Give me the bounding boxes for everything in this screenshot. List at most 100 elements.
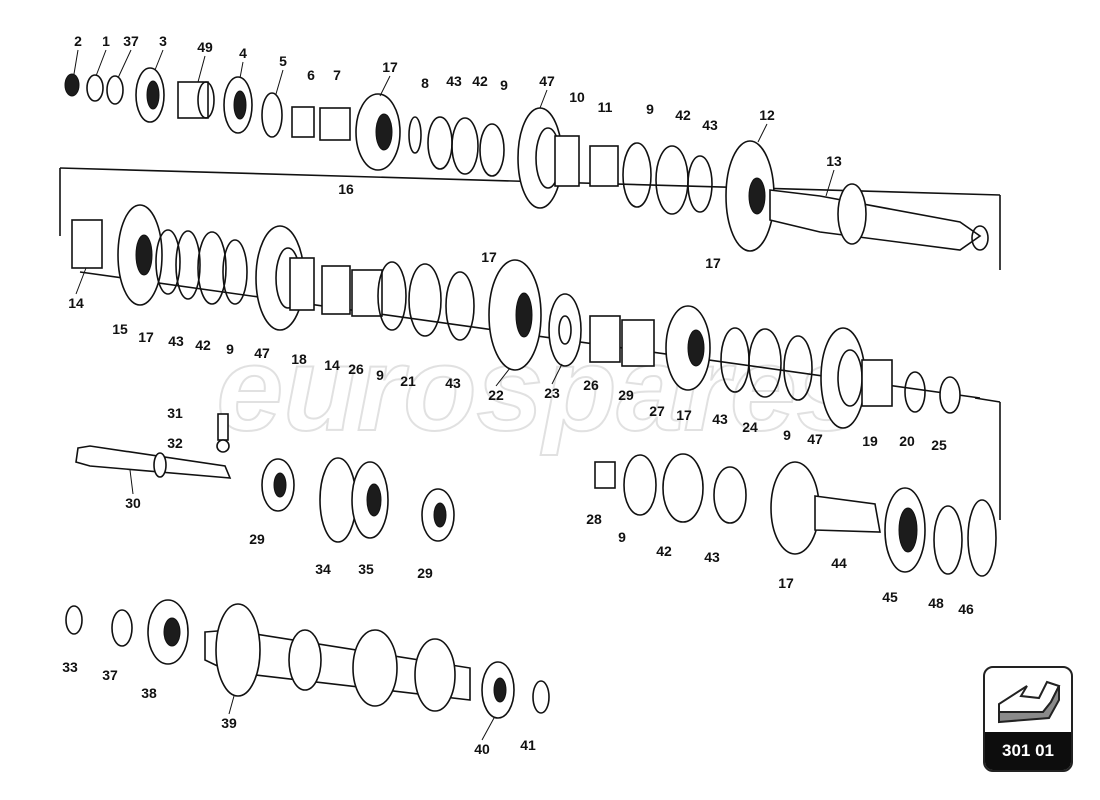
label-33: 33 xyxy=(62,659,78,675)
part-26b xyxy=(589,315,621,363)
part-40-bore xyxy=(493,677,507,703)
part-43f xyxy=(713,466,747,524)
label-2: 2 xyxy=(74,33,82,49)
part-2 xyxy=(64,73,80,97)
part-32 xyxy=(216,439,230,453)
part-20 xyxy=(904,371,926,413)
part-23-hole xyxy=(558,315,572,345)
part-34 xyxy=(319,457,357,543)
label-15: 15 xyxy=(112,321,128,337)
label-17-top3: 17 xyxy=(705,255,721,271)
label-47-top: 47 xyxy=(539,73,555,89)
part-43c xyxy=(175,230,201,300)
part-31 xyxy=(217,413,229,441)
part-30-collar xyxy=(153,452,167,478)
leader xyxy=(129,469,134,495)
leader xyxy=(275,69,284,95)
part-5 xyxy=(261,92,283,138)
part-17d xyxy=(770,461,820,555)
part-29a xyxy=(621,319,655,367)
label-49: 49 xyxy=(197,39,213,55)
label-45: 45 xyxy=(882,589,898,605)
label-17c: 17 xyxy=(481,249,497,265)
part-48 xyxy=(933,505,963,575)
label-43b: 43 xyxy=(168,333,184,349)
leader xyxy=(117,49,132,79)
leader xyxy=(481,717,495,741)
part-4-bore xyxy=(233,90,247,120)
part-37 xyxy=(106,75,124,105)
label-19: 19 xyxy=(862,433,878,449)
leader xyxy=(228,695,235,715)
part-25 xyxy=(939,376,961,414)
leader xyxy=(239,61,244,79)
label-42-top2: 42 xyxy=(675,107,691,123)
arrow-icon xyxy=(998,680,1061,724)
label-29: 29 xyxy=(618,387,634,403)
part-47d xyxy=(820,327,866,429)
label-17b: 17 xyxy=(138,329,154,345)
part-1 xyxy=(86,74,104,102)
part-22-17 xyxy=(488,259,542,371)
label-37b: 37 xyxy=(102,667,118,683)
label-5: 5 xyxy=(279,53,287,69)
label-43-top: 43 xyxy=(446,73,462,89)
label-31: 31 xyxy=(167,405,183,421)
label-22: 22 xyxy=(488,387,504,403)
part-42d xyxy=(662,453,704,523)
label-17e: 17 xyxy=(778,575,794,591)
label-43d: 43 xyxy=(712,411,728,427)
part-17c xyxy=(155,229,181,295)
part-43 xyxy=(427,116,453,170)
part-22-bore xyxy=(515,292,533,338)
page-code: 301 01 xyxy=(985,732,1071,770)
part-9d xyxy=(377,261,407,331)
part-26 xyxy=(351,269,383,317)
part-12-bore xyxy=(748,177,766,215)
label-7: 7 xyxy=(333,67,341,83)
label-9-top2: 9 xyxy=(646,101,654,117)
label-11: 11 xyxy=(598,99,613,115)
part-7 xyxy=(319,107,351,141)
part-30 xyxy=(75,445,232,479)
label-14: 14 xyxy=(68,295,84,311)
labels-middle-row: 31 32 30 29 34 35 29 28 9 42 43 17 44 45… xyxy=(125,405,974,617)
part-3-bore xyxy=(146,80,160,110)
part-14 xyxy=(71,219,103,269)
leader xyxy=(197,55,206,83)
label-39: 39 xyxy=(221,715,237,731)
label-29b: 29 xyxy=(249,531,265,547)
label-43e: 43 xyxy=(704,549,720,565)
label-30: 30 xyxy=(125,495,141,511)
second-shaft-parts xyxy=(71,204,961,429)
label-35: 35 xyxy=(358,561,374,577)
label-12: 12 xyxy=(759,107,775,123)
part-9f xyxy=(623,454,657,516)
part-39-gear2 xyxy=(288,629,322,691)
label-27: 27 xyxy=(649,403,665,419)
part-39-gear4 xyxy=(414,638,456,712)
part-11 xyxy=(589,145,619,187)
label-24: 24 xyxy=(742,419,758,435)
part-23 xyxy=(548,293,582,367)
label-25: 25 xyxy=(931,437,947,453)
part-37b xyxy=(111,609,133,647)
leader xyxy=(825,169,835,197)
leader xyxy=(154,49,164,71)
label-43c: 43 xyxy=(445,375,461,391)
part-39-gear3 xyxy=(352,629,398,707)
leader xyxy=(551,363,563,385)
label-32: 32 xyxy=(167,435,183,451)
label-40: 40 xyxy=(474,741,490,757)
label-43-top2: 43 xyxy=(702,117,718,133)
top-shaft-parts xyxy=(64,67,989,252)
part-13-end xyxy=(971,225,989,251)
label-4: 4 xyxy=(239,45,247,61)
label-42b: 42 xyxy=(195,337,211,353)
label-16: 16 xyxy=(338,181,354,197)
part-19 xyxy=(861,359,893,407)
part-29b-bore xyxy=(273,472,287,498)
label-26b: 26 xyxy=(583,377,599,393)
label-10: 10 xyxy=(569,89,585,105)
